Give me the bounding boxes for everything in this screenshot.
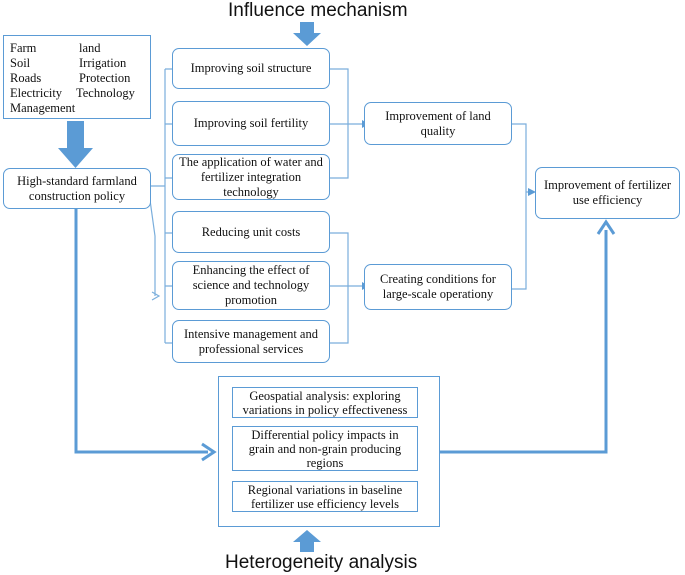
factor-item: Farm	[10, 41, 37, 55]
heterogeneity-grain-regions: Differential policy impacts in grain and…	[232, 426, 418, 471]
bottom-block-arrow	[293, 530, 321, 552]
factor-item: Technology	[76, 86, 135, 100]
heterogeneity-geospatial: Geospatial analysis: exploring variation…	[232, 387, 418, 418]
factor-item: Soil	[10, 56, 31, 70]
factor-item: Management	[10, 101, 76, 115]
mechanism-soil-fertility: Improving soil fertility	[172, 101, 330, 146]
policy-box: High-standard farmland construction poli…	[3, 168, 151, 209]
large-scale-operation-box: Creating conditions for large-scale oper…	[364, 264, 512, 310]
mechanism-soil-structure: Improving soil structure	[172, 48, 330, 89]
factor-item: Electricity	[10, 86, 63, 100]
heading-influence-mechanism: Influence mechanism	[228, 0, 408, 21]
policy-diagonal	[149, 199, 156, 296]
factors-block-arrow	[58, 121, 93, 168]
arrowhead-into-panel	[201, 442, 217, 462]
policy-to-heterogeneity-line	[74, 209, 208, 454]
mechanism-intensive-management: Intensive management and professional se…	[172, 320, 330, 363]
small-arrowhead	[151, 291, 161, 301]
factor-item: Roads	[10, 71, 42, 85]
mechanism-water-fertilizer: The application of water and fertilizer …	[172, 154, 330, 200]
factor-item: Irrigation	[79, 56, 127, 70]
top-block-arrow	[293, 22, 321, 46]
outcome-box: Improvement of fertilizer use efficiency	[535, 167, 680, 219]
intermediates-bracket	[512, 123, 534, 290]
upper-group-bracket	[330, 68, 362, 179]
arrowhead-into-outcome	[596, 219, 616, 235]
heterogeneity-to-outcome-line	[440, 230, 608, 454]
factor-item: land	[79, 41, 101, 55]
land-quality-box: Improvement of land quality	[364, 102, 512, 145]
factor-item: Protection	[79, 71, 131, 85]
construction-factors-box: Farm land Soil Irrigation Roads Protecti…	[3, 35, 151, 119]
mechanism-unit-costs: Reducing unit costs	[172, 211, 330, 253]
policy-bracket	[150, 68, 172, 344]
mechanism-science-technology: Enhancing the effect of science and tech…	[172, 261, 330, 310]
lower-group-bracket	[330, 232, 362, 344]
arrowhead-outcome	[528, 188, 536, 196]
heterogeneity-baseline-levels: Regional variations in baseline fertiliz…	[232, 481, 418, 512]
heading-heterogeneity-analysis: Heterogeneity analysis	[225, 552, 418, 573]
